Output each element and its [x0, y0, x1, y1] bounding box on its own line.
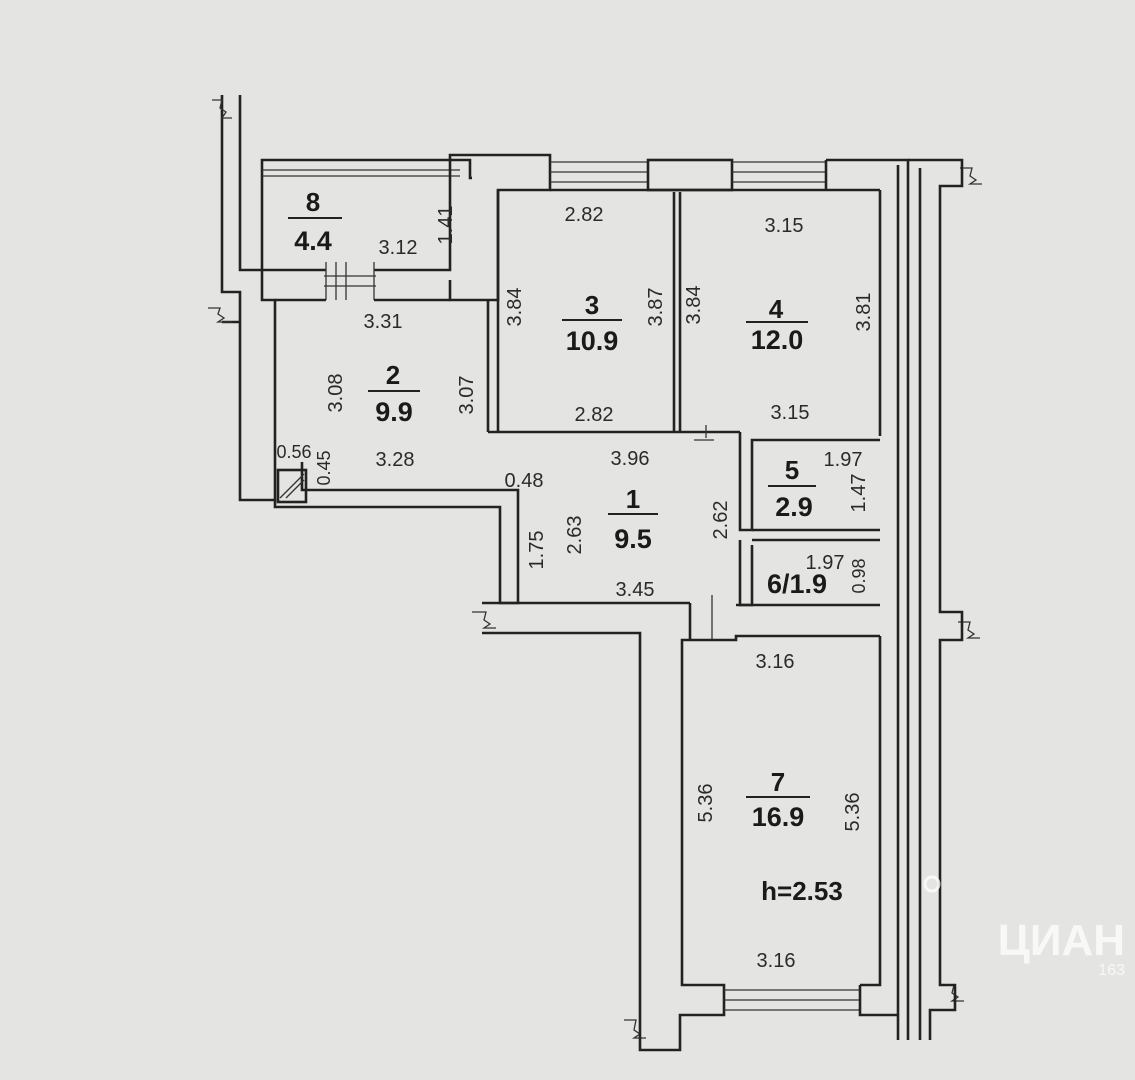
dim-r3-top: 2.82	[565, 204, 604, 226]
dim-r5-width: 1.97	[824, 449, 863, 471]
room-label-4: 4 12.0	[746, 294, 808, 355]
dim-r2-bottom: 3.28	[376, 449, 415, 471]
dim-r7-right: 5.36	[842, 793, 864, 832]
dim-r4-bottom: 3.15	[771, 402, 810, 424]
room-area: 4.4	[294, 226, 332, 256]
rooms-3-4	[488, 158, 882, 438]
room-label-5: 5 2.9	[768, 455, 816, 522]
ceiling-height: h=2.53	[761, 876, 843, 906]
dim-r1-top: 3.96	[611, 448, 650, 470]
room-label-7: 7 16.9	[746, 767, 810, 832]
dim-r3-left: 3.84	[504, 288, 526, 327]
room-label-6: 6/1.9	[767, 569, 827, 599]
room-number: 1	[626, 484, 640, 514]
dim-r2-right: 3.07	[456, 376, 478, 415]
dim-r5-depth: 1.47	[848, 474, 870, 513]
dim-r7-left: 5.36	[695, 784, 717, 823]
dim-r2-niche-w: 0.56	[276, 442, 311, 462]
room-label-8: 8 4.4	[288, 187, 342, 256]
room-number: 4	[769, 294, 784, 324]
room-label-3: 3 10.9	[562, 290, 622, 356]
dim-r3-bottom: 2.82	[575, 404, 614, 426]
dim-r1-left-b: 2.63	[564, 516, 586, 555]
wall-break-marks	[208, 99, 982, 1039]
room-area: 12.0	[751, 325, 804, 355]
dim-r1-bottom: 3.45	[616, 579, 655, 601]
dimension-labels: 3.12 3.31 3.28 0.56 2.82 2.82 3.15 3.15 …	[276, 204, 862, 972]
dim-r4-right: 3.81	[853, 293, 875, 332]
dim-r1-step: 0.48	[505, 470, 544, 492]
dim-r6-width: 1.97	[806, 552, 845, 574]
room-number: 6/1.9	[767, 569, 827, 599]
dim-r2-top: 3.31	[364, 311, 403, 333]
watermark-brand: ЦИАН	[998, 916, 1125, 965]
dim-r4-left: 3.84	[683, 286, 705, 325]
room-area: 9.5	[614, 524, 652, 554]
room-number: 3	[585, 290, 599, 320]
room-number: 5	[785, 455, 799, 485]
room-number: 8	[306, 187, 320, 217]
room-area: 2.9	[775, 492, 813, 522]
dim-r8-width: 3.12	[379, 237, 418, 259]
dim-r6-depth: 0.98	[849, 558, 869, 593]
room-number: 2	[386, 360, 400, 390]
dim-r2-left: 3.08	[325, 374, 347, 413]
watermark: ЦИАН 163	[923, 875, 1125, 979]
dim-r3-right: 3.87	[645, 288, 667, 327]
dim-r1-right: 2.62	[710, 501, 732, 540]
east-wall	[826, 158, 964, 1040]
room-label-2: 2 9.9	[368, 360, 420, 427]
vertical-dimension-labels: 1.41 3.08 3.07 0.45 3.84 3.87 3.84 3.81 …	[314, 206, 875, 832]
dim-r2-niche-d: 0.45	[314, 450, 334, 485]
dim-r7-bottom: 3.16	[757, 950, 796, 972]
watermark-logo-icon	[923, 875, 941, 893]
room-label-1: 1 9.5	[608, 484, 658, 554]
room-number: 7	[771, 767, 785, 797]
dim-r7-top: 3.16	[756, 651, 795, 673]
dim-r1-left-a: 1.75	[526, 531, 548, 570]
west-wall	[220, 95, 472, 502]
watermark-sub: 163	[1098, 962, 1125, 979]
dim-r4-top: 3.15	[765, 215, 804, 237]
room-area: 9.9	[375, 397, 413, 427]
room-7	[482, 601, 898, 1052]
rooms-1-5-6	[694, 432, 880, 640]
room-area: 16.9	[752, 802, 805, 832]
dim-r8-depth: 1.41	[435, 206, 457, 245]
room-area: 10.9	[566, 326, 619, 356]
